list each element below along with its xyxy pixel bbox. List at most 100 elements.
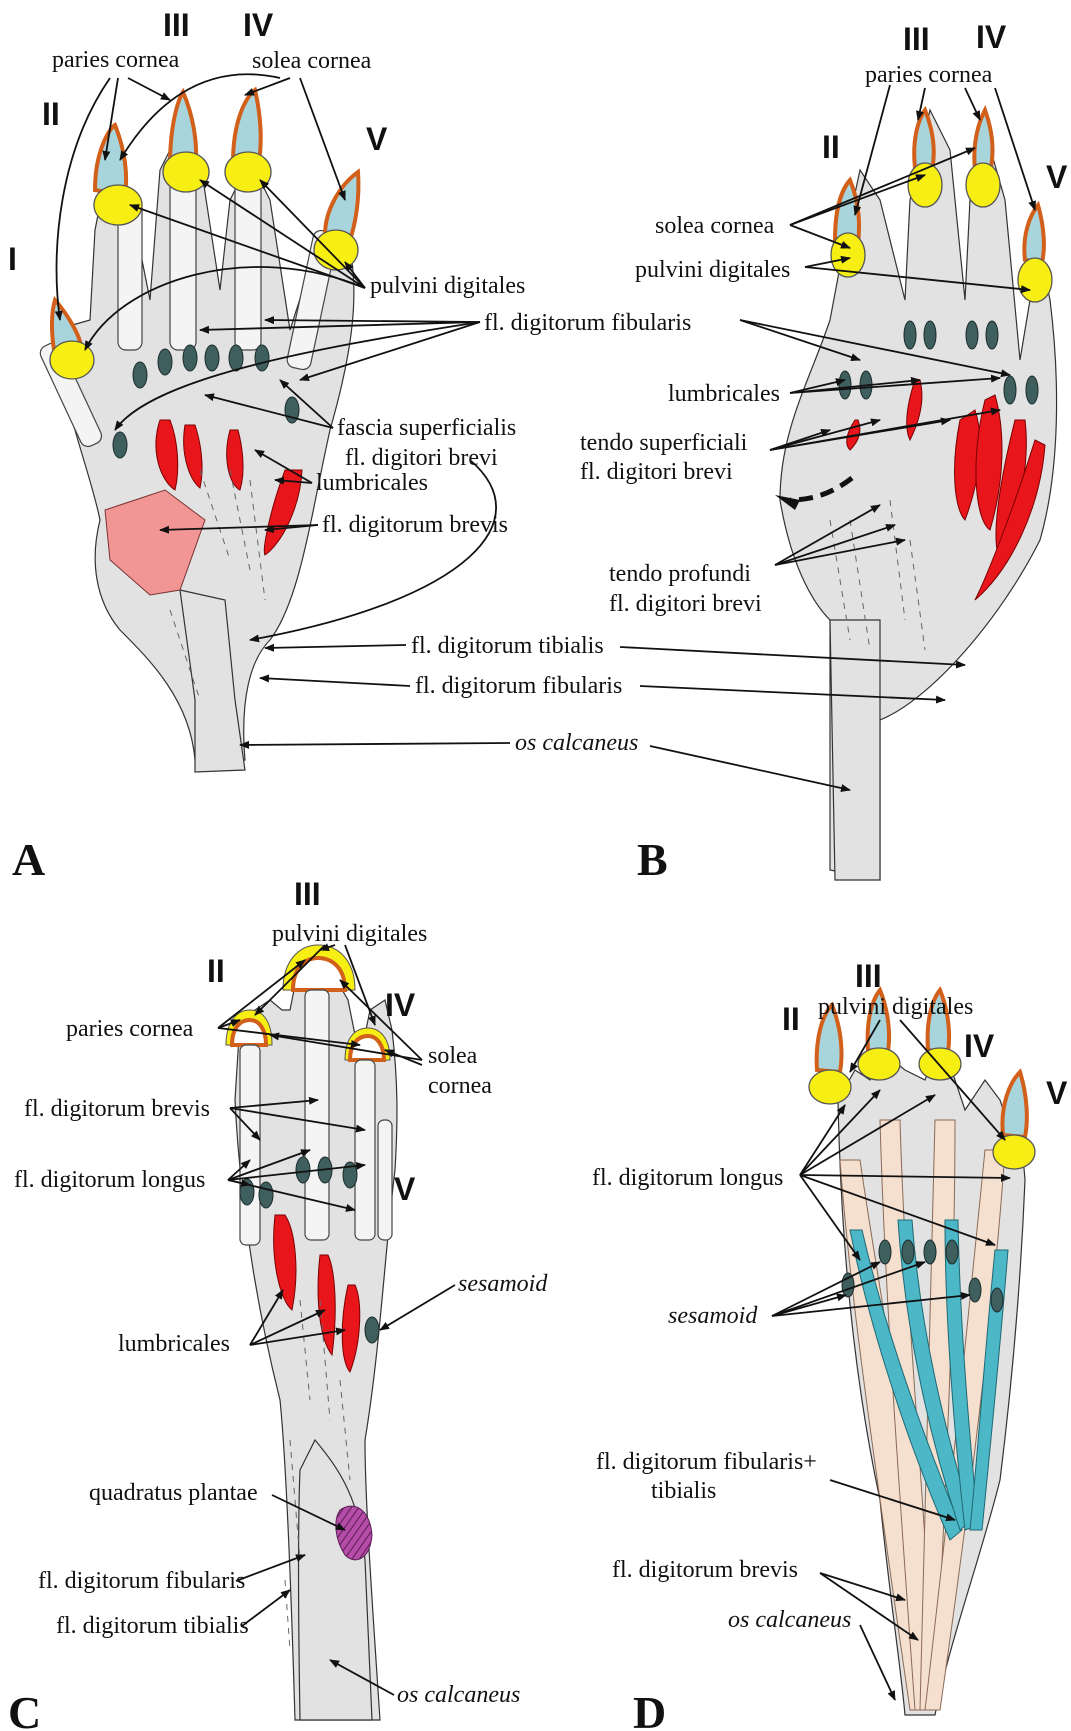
panel-d-digit-iv: IV	[964, 1028, 995, 1064]
panel-b-sesamoid	[839, 371, 851, 399]
panel-a-label-fl-digitorum-tibialis: fl. digitorum tibialis	[411, 633, 604, 659]
panel-b-arrow	[650, 746, 850, 790]
panel-a-sesamoid	[229, 345, 243, 371]
panel-b-pad-iv	[966, 163, 1000, 207]
panel-a-digit-iii: III	[163, 7, 190, 43]
panel-d-arrow	[860, 1625, 895, 1700]
panel-a-toe-iii-bone	[170, 170, 196, 350]
panel-c-sesamoid	[365, 1317, 379, 1343]
panel-c-label-fl-digitorum-fibularis: fl. digitorum fibularis	[38, 1568, 245, 1594]
panel-c-label-paries-cornea: paries cornea	[66, 1016, 194, 1042]
panel-b-digit-iv: IV	[976, 19, 1007, 55]
panel-c-label-solea: solea	[428, 1043, 478, 1069]
panel-c-sesamoid	[259, 1182, 273, 1208]
panel-c-label-sesamoid: sesamoid	[458, 1271, 548, 1297]
panel-d-digit-ii: II	[782, 1001, 800, 1037]
panel-c-label-fl-digitorum-brevis: fl. digitorum brevis	[24, 1096, 210, 1122]
panel-d: II III IV V pulvini digitales fl. digito…	[592, 958, 1068, 1731]
panel-a-label-os-calcaneus: os calcaneus	[515, 730, 638, 756]
panel-b-arrow	[965, 88, 980, 120]
panel-d-digit-v: V	[1046, 1075, 1068, 1111]
panel-a-digit-ii: II	[42, 96, 60, 132]
panel-a-sesamoid	[133, 362, 147, 388]
panel-c-label-os-calcaneus: os calcaneus	[397, 1682, 520, 1708]
panel-d-label-tibialis: tibialis	[651, 1478, 716, 1504]
panel-d-label-pulvini-digitales: pulvini digitales	[818, 994, 973, 1020]
panel-a-sesamoid	[205, 345, 219, 371]
panel-d-label-fl-digitorum-longus: fl. digitorum longus	[592, 1165, 783, 1191]
panel-a-pad-iii	[163, 152, 209, 192]
panel-a-label-lumbricales: lumbricales	[316, 470, 428, 496]
panel-a-sesamoid	[158, 349, 172, 375]
panel-a-label-fl-digitorum-fibularis: fl. digitorum fibularis	[484, 310, 691, 336]
panel-a-label-fl-digitorum-fibularis-2: fl. digitorum fibularis	[415, 673, 622, 699]
panel-a-toe-iv-bone	[235, 170, 261, 350]
panel-b-label-tendo-superficiali: tendo superficiali	[580, 430, 748, 456]
panel-a-pad-ii	[94, 185, 142, 225]
panel-c-toe-iv-bone	[355, 1060, 375, 1240]
panel-d-sesamoid	[879, 1240, 891, 1264]
panel-b-label-pulvini-digitales: pulvini digitales	[635, 257, 790, 283]
panel-d-sesamoid	[946, 1240, 958, 1264]
panel-c-digit-ii: II	[207, 953, 225, 989]
panel-c-letter: C	[8, 1687, 41, 1731]
panel-d-label-os-calcaneus: os calcaneus	[728, 1607, 851, 1633]
panel-a-letter: A	[12, 834, 45, 885]
panel-c-toe-v-bone	[378, 1120, 392, 1240]
panel-c-arrow	[242, 1590, 290, 1626]
panel-a-label-pulvini-digitales: pulvini digitales	[370, 273, 525, 299]
panel-b-label-lumbricales: lumbricales	[668, 381, 780, 407]
panel-d-sesamoid	[902, 1240, 914, 1264]
panel-d-arrow	[800, 1105, 845, 1175]
panel-d-label-sesamoid: sesamoid	[668, 1303, 758, 1329]
panel-b-digit-ii: II	[822, 129, 840, 165]
panel-c-digit-v: V	[394, 1171, 416, 1207]
panel-c-label-pulvini-digitales: pulvini digitales	[272, 921, 427, 947]
panel-a-label-fascia-superficialis: fascia superficialis	[337, 415, 516, 441]
panel-b-pad-v	[1018, 258, 1052, 302]
panel-b-label-paries-cornea: paries cornea	[865, 62, 993, 88]
panel-a-claw-v	[325, 172, 358, 240]
panel-b-sesamoid	[986, 321, 998, 349]
panel-b-letter: B	[637, 834, 668, 885]
panel-d-sesamoid	[991, 1288, 1003, 1312]
panel-b-sesamoid	[966, 321, 978, 349]
panel-b-label-solea-cornea: solea cornea	[655, 213, 775, 239]
panel-b-digit-iii: III	[903, 21, 930, 57]
panel-a-claw-ii	[95, 125, 126, 195]
panel-b-digit-v: V	[1046, 159, 1068, 195]
panel-c-claw-iv	[350, 1036, 384, 1060]
panel-b-sesamoid	[1004, 376, 1016, 404]
panel-c: II III IV V pulvini digitales paries cor…	[8, 876, 548, 1731]
panel-a-label-fl-digitorum-brevis: fl. digitorum brevis	[322, 512, 508, 538]
panel-b-label-tendo-prof-brevi: fl. digitori brevi	[609, 591, 762, 617]
panel-b-sesamoid	[904, 321, 916, 349]
panel-c-label-fl-digitorum-tibialis: fl. digitorum tibialis	[56, 1613, 249, 1639]
panel-c-label-cornea: cornea	[428, 1073, 492, 1099]
panel-a-arrow	[128, 78, 170, 100]
panel-a-sesamoid	[113, 432, 127, 458]
panel-d-label-fibularis-plus: fl. digitorum fibularis+	[596, 1449, 817, 1475]
panel-b-sesamoid	[1026, 376, 1038, 404]
panel-a-digit-i: I	[8, 241, 17, 277]
panel-c-label-quadratus-plantae: quadratus plantae	[89, 1480, 258, 1506]
panel-b: II III IV V paries cornea solea cornea p…	[580, 19, 1068, 885]
panel-c-sesamoid	[296, 1157, 310, 1183]
panel-a-sesamoid	[255, 345, 269, 371]
panel-a-digit-v: V	[366, 121, 388, 157]
panel-a-arrow	[300, 78, 345, 200]
panel-d-label-fl-digitorum-brevis: fl. digitorum brevis	[612, 1557, 798, 1583]
panel-c-digit-iii: III	[294, 876, 321, 912]
panel-b-label-tendo-sup-brevi: fl. digitori brevi	[580, 459, 733, 485]
panel-a-digit-iv: IV	[243, 7, 274, 43]
panel-c-label-lumbricales: lumbricales	[118, 1331, 230, 1357]
panel-d-pad-iii	[858, 1048, 900, 1080]
panel-a-sesamoid	[183, 345, 197, 371]
panel-d-sesamoid	[924, 1240, 936, 1264]
panel-d-pad-ii	[809, 1070, 851, 1104]
panel-d-pad-iv	[919, 1048, 961, 1080]
panel-a-arrow	[240, 743, 510, 745]
panel-a-pad-v	[314, 230, 358, 270]
panel-b-sesamoid	[924, 321, 936, 349]
panel-a-pad-iv	[225, 152, 271, 192]
